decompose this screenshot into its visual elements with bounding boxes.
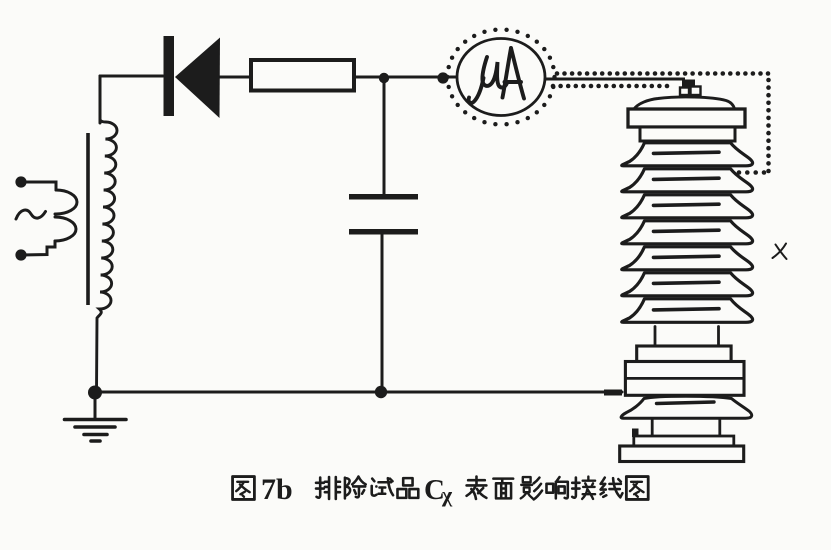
- svg-text:χ: χ: [441, 482, 453, 507]
- svg-text:7b: 7b: [261, 473, 293, 506]
- svg-text:C: C: [424, 474, 445, 506]
